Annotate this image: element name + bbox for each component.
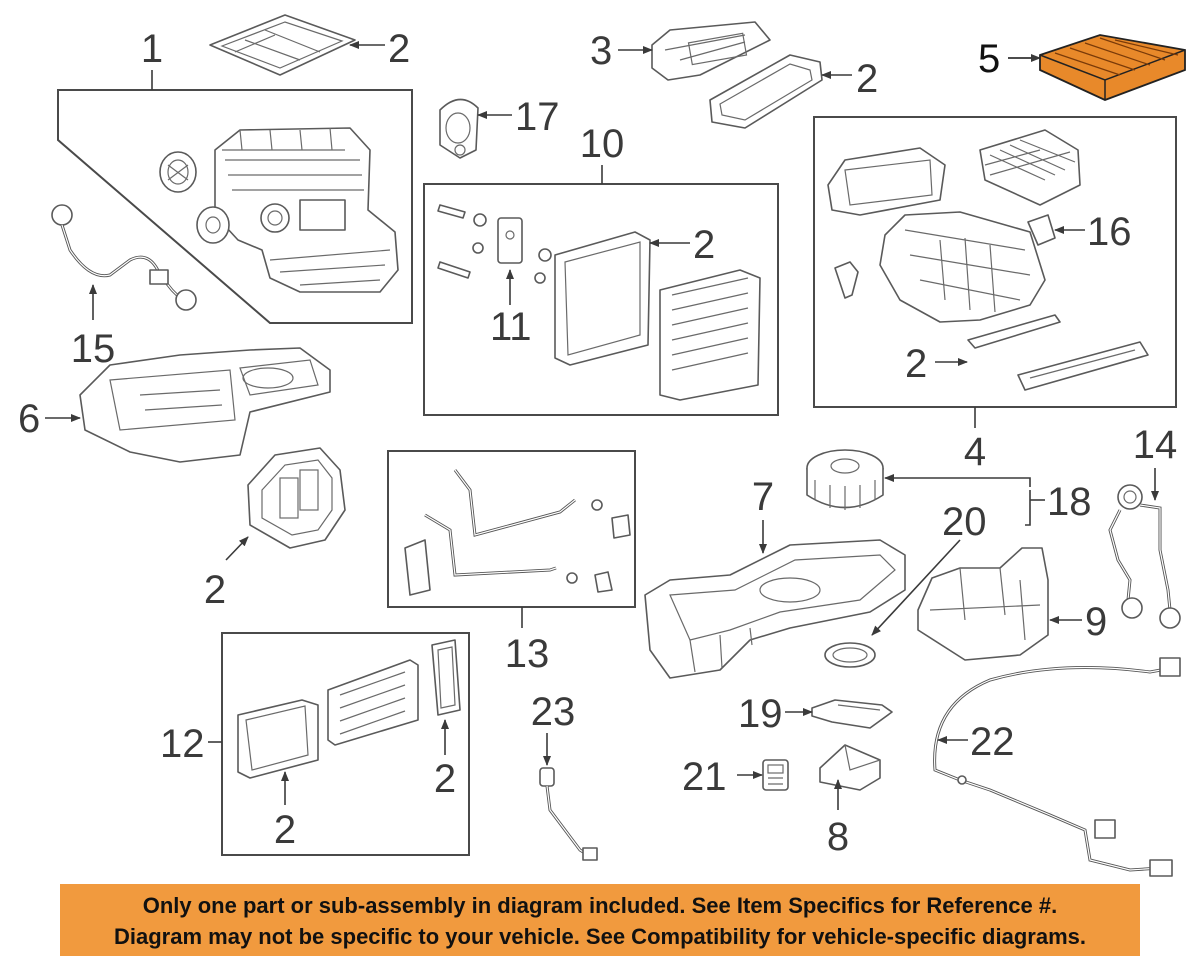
callout-13: 13 xyxy=(505,632,550,676)
callout-17: 17 xyxy=(515,95,560,139)
callout-1: 1 xyxy=(141,27,163,71)
blower-housing-drawing xyxy=(827,129,1081,323)
callout-2-top: 2 xyxy=(388,27,410,71)
cabin-air-filter-part-5 xyxy=(1039,34,1186,101)
group-10-box xyxy=(423,183,779,416)
blower-wheel-drawing xyxy=(159,151,197,193)
hvac-case-drawing xyxy=(214,127,399,293)
callout-4: 4 xyxy=(964,430,986,474)
refrigerant-lines-drawing xyxy=(404,469,631,596)
callout-7: 7 xyxy=(752,475,774,519)
seal-gasket-side xyxy=(247,447,346,549)
callout-3: 3 xyxy=(590,29,612,73)
callout-2-heater-a: 2 xyxy=(274,808,296,852)
seal-strips-drawing xyxy=(967,314,1149,391)
actuator-part-17 xyxy=(439,98,479,159)
callout-6: 6 xyxy=(18,397,40,441)
blower-motor-drawing xyxy=(806,449,884,510)
callout-2-blower: 2 xyxy=(905,342,927,386)
heater-core-drawing xyxy=(237,639,461,779)
disclaimer-line-2: Diagram may not be specific to your vehi… xyxy=(114,924,1086,949)
seal-gasket-top xyxy=(209,14,356,76)
wire-harness-14 xyxy=(1108,484,1181,629)
seal-gasket-duct xyxy=(709,54,823,129)
group-13-box xyxy=(387,450,636,608)
part-19 xyxy=(811,699,893,729)
connector-part-21 xyxy=(762,759,789,791)
callout-2-evap: 2 xyxy=(693,223,715,267)
callout-15: 15 xyxy=(71,327,116,371)
group-12-box xyxy=(221,632,470,856)
callout-18: 18 xyxy=(1047,480,1092,524)
bracket-part-8 xyxy=(819,744,881,791)
callout-22: 22 xyxy=(970,720,1015,764)
callout-20: 20 xyxy=(942,500,987,544)
sensor-part-23 xyxy=(539,767,598,861)
seal-ring-drawing xyxy=(196,206,230,244)
seal-ring-part-20 xyxy=(824,642,876,668)
callout-14: 14 xyxy=(1133,423,1178,467)
lower-case-part-6 xyxy=(79,347,331,463)
duct-part-9 xyxy=(917,547,1049,661)
lower-housing-part-7 xyxy=(644,539,906,679)
wire-harness-15 xyxy=(51,204,197,311)
disclaimer-line-1: Only one part or sub-assembly in diagram… xyxy=(142,893,1058,918)
callout-11: 11 xyxy=(490,305,532,349)
callout-5: 5 xyxy=(978,37,1000,81)
group-1-hvac-module xyxy=(57,70,413,324)
wire-harness-22 xyxy=(933,657,1181,877)
callout-2-side: 2 xyxy=(204,568,226,612)
callout-23: 23 xyxy=(531,690,576,734)
callout-8: 8 xyxy=(827,815,849,859)
group-4-box xyxy=(813,116,1177,408)
duct-part-3 xyxy=(651,21,771,81)
callout-12: 12 xyxy=(160,722,205,766)
callout-19: 19 xyxy=(738,692,783,736)
callout-9: 9 xyxy=(1085,600,1107,644)
callout-10: 10 xyxy=(580,122,625,166)
expansion-valve-drawing xyxy=(437,204,552,284)
evaporator-core-drawing xyxy=(554,231,761,401)
callout-2-duct: 2 xyxy=(856,57,878,101)
callout-16: 16 xyxy=(1087,210,1132,254)
callout-2-heater-b: 2 xyxy=(434,757,456,801)
callout-21: 21 xyxy=(682,755,727,799)
disclaimer-banner: Only one part or sub-assembly in diagram… xyxy=(60,884,1140,956)
